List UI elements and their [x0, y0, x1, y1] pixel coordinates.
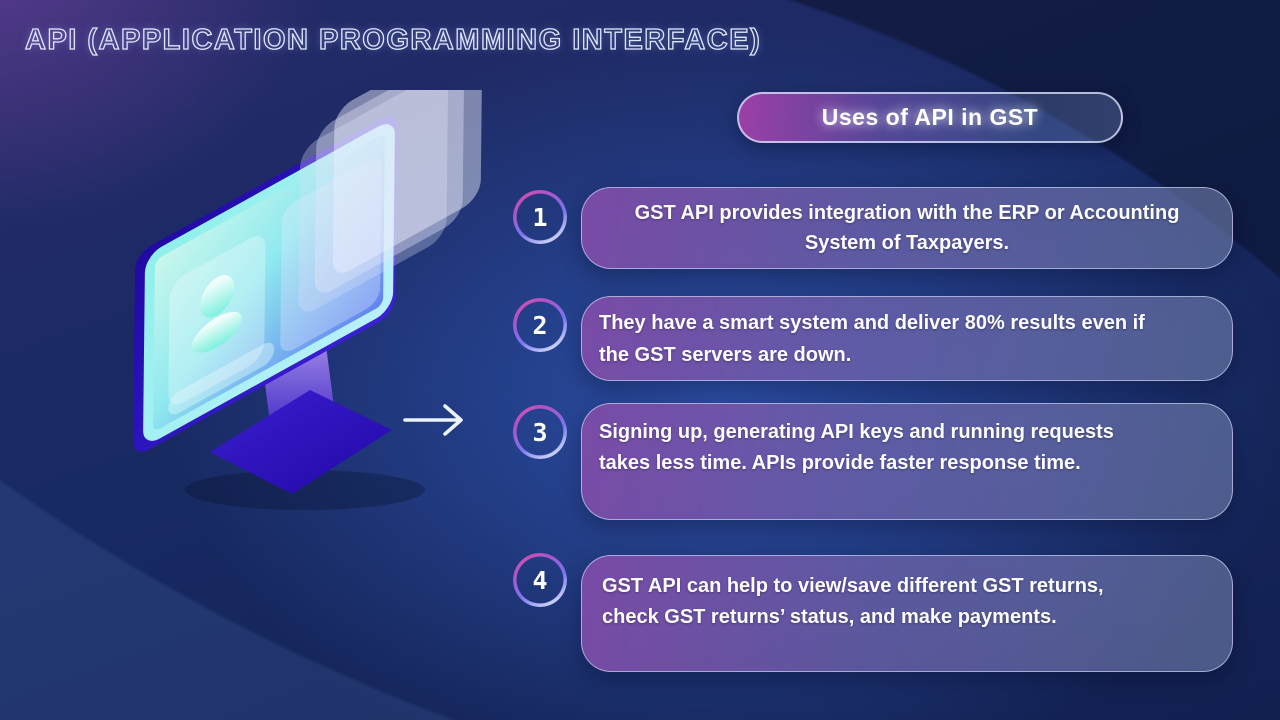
- header-pill: Uses of API in GST: [737, 92, 1123, 143]
- list-item-text-2: They have a smart system and deliver 80%…: [599, 312, 1145, 366]
- step-ring-1: [513, 190, 567, 244]
- list-item-text-3: Signing up, generating API keys and runn…: [599, 421, 1114, 474]
- screen-panel: [280, 159, 382, 352]
- avatar-body-icon: [191, 311, 242, 353]
- step-number-1: 1: [532, 202, 548, 232]
- step-ring-2: [513, 298, 567, 352]
- list-item-card-4: GST API can help to view/save different …: [581, 555, 1233, 672]
- avatar-head-icon: [200, 275, 235, 318]
- monitor-illustration: [133, 90, 483, 510]
- list-item-text-4: GST API can help to view/save different …: [602, 575, 1104, 628]
- step-ring-3: [513, 405, 567, 459]
- list-item-card-2: They have a smart system and deliver 80%…: [581, 296, 1233, 381]
- floating-panel-front: [332, 90, 483, 273]
- right-arrow-icon: [403, 404, 463, 436]
- header-pill-label: Uses of API in GST: [821, 104, 1039, 130]
- list-item-text-1: GST API provides integration with the ER…: [634, 202, 1180, 254]
- list-item-card-3: Signing up, generating API keys and runn…: [581, 403, 1233, 520]
- floating-panel-back: [298, 90, 449, 312]
- step-number-3: 3: [532, 417, 548, 447]
- screen-text-bar: [168, 342, 275, 415]
- monitor-screen: [143, 124, 395, 441]
- step-number-4: 4: [532, 565, 548, 595]
- monitor-stand-base: [210, 390, 392, 494]
- page-title: API (APPLICATION PROGRAMMING INTERFACE): [24, 23, 762, 56]
- floating-panel-middle: [314, 90, 465, 293]
- list-item-card-1: GST API provides integration with the ER…: [581, 187, 1233, 269]
- monitor-shadow: [185, 470, 425, 510]
- step-number-2: 2: [532, 310, 548, 340]
- step-ring-4: [513, 553, 567, 607]
